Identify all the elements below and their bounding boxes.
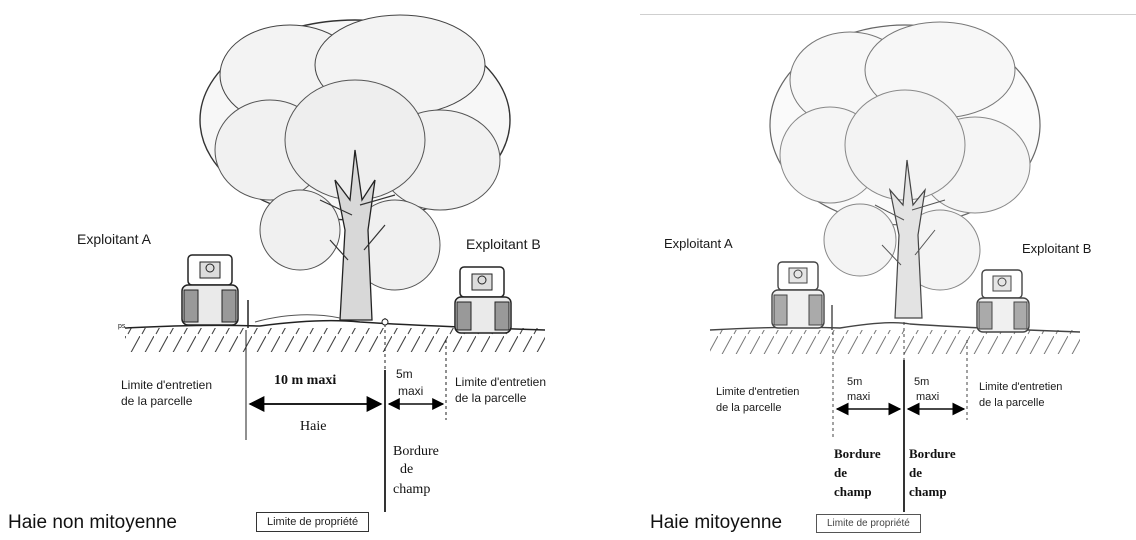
five-m-left-label: 5m: [847, 376, 862, 388]
limite-entretien-right-1: Limite d'entretien: [455, 375, 546, 389]
bordure-left-2: de: [834, 465, 847, 480]
panel-haie-non-mitoyenne: ps Exploitant A Exploitant B: [0, 0, 600, 540]
limite-propriete-box: Limite de propriété: [256, 512, 369, 532]
maxi-label: maxi: [398, 384, 423, 398]
limite-entretien-left-1: Limite d'entretien: [716, 386, 799, 398]
panel-haie-mitoyenne: Exploitant A Exploitant B Limite d'entre…: [620, 0, 1136, 540]
five-m-right-label: 5m: [914, 376, 929, 388]
diagram-haie-mitoyenne: Exploitant A Exploitant B Limite d'entre…: [620, 0, 1136, 540]
exploitant-b-label: Exploitant B: [466, 236, 541, 252]
limite-entretien-right-1: Limite d'entretien: [979, 381, 1062, 393]
bordure-label-3: champ: [393, 482, 430, 497]
diagram-haie-non-mitoyenne: ps Exploitant A Exploitant B: [0, 0, 600, 540]
five-m-label: 5m: [396, 367, 413, 381]
limite-entretien-left-2: de la parcelle: [716, 402, 781, 414]
tractor-a-icon: [182, 255, 248, 328]
tractor-a-icon: [772, 262, 832, 330]
signature: ps: [118, 323, 126, 330]
limite-entretien-right-2: de la parcelle: [979, 397, 1044, 409]
bordure-label-2: de: [400, 462, 413, 477]
bordure-label-1: Bordure: [393, 444, 439, 459]
maxi-left-label: maxi: [847, 391, 870, 403]
tractor-b-icon: [455, 267, 511, 333]
limite-entretien-right-2: de la parcelle: [455, 391, 527, 405]
maxi-right-label: maxi: [916, 391, 939, 403]
property-marker: [382, 319, 388, 325]
bordure-left-3: champ: [834, 484, 872, 499]
ten-m-maxi-label: 10 m maxi: [274, 373, 336, 388]
limite-propriete-box: Limite de propriété: [816, 514, 921, 533]
bordure-left-1: Bordure: [834, 446, 881, 461]
caption-haie-mitoyenne: Haie mitoyenne: [650, 512, 782, 534]
limite-entretien-left-2: de la parcelle: [121, 394, 193, 408]
tractor-b-icon: [977, 270, 1029, 332]
exploitant-a-label: Exploitant A: [664, 236, 733, 251]
exploitant-b-label: Exploitant B: [1022, 241, 1091, 256]
bordure-right-3: champ: [909, 484, 947, 499]
haie-label: Haie: [300, 419, 326, 434]
exploitant-a-label: Exploitant A: [77, 231, 152, 247]
caption-haie-non-mitoyenne: Haie non mitoyenne: [8, 512, 177, 534]
limite-entretien-left-1: Limite d'entretien: [121, 378, 212, 392]
bordure-right-2: de: [909, 465, 922, 480]
bordure-right-1: Bordure: [909, 446, 956, 461]
